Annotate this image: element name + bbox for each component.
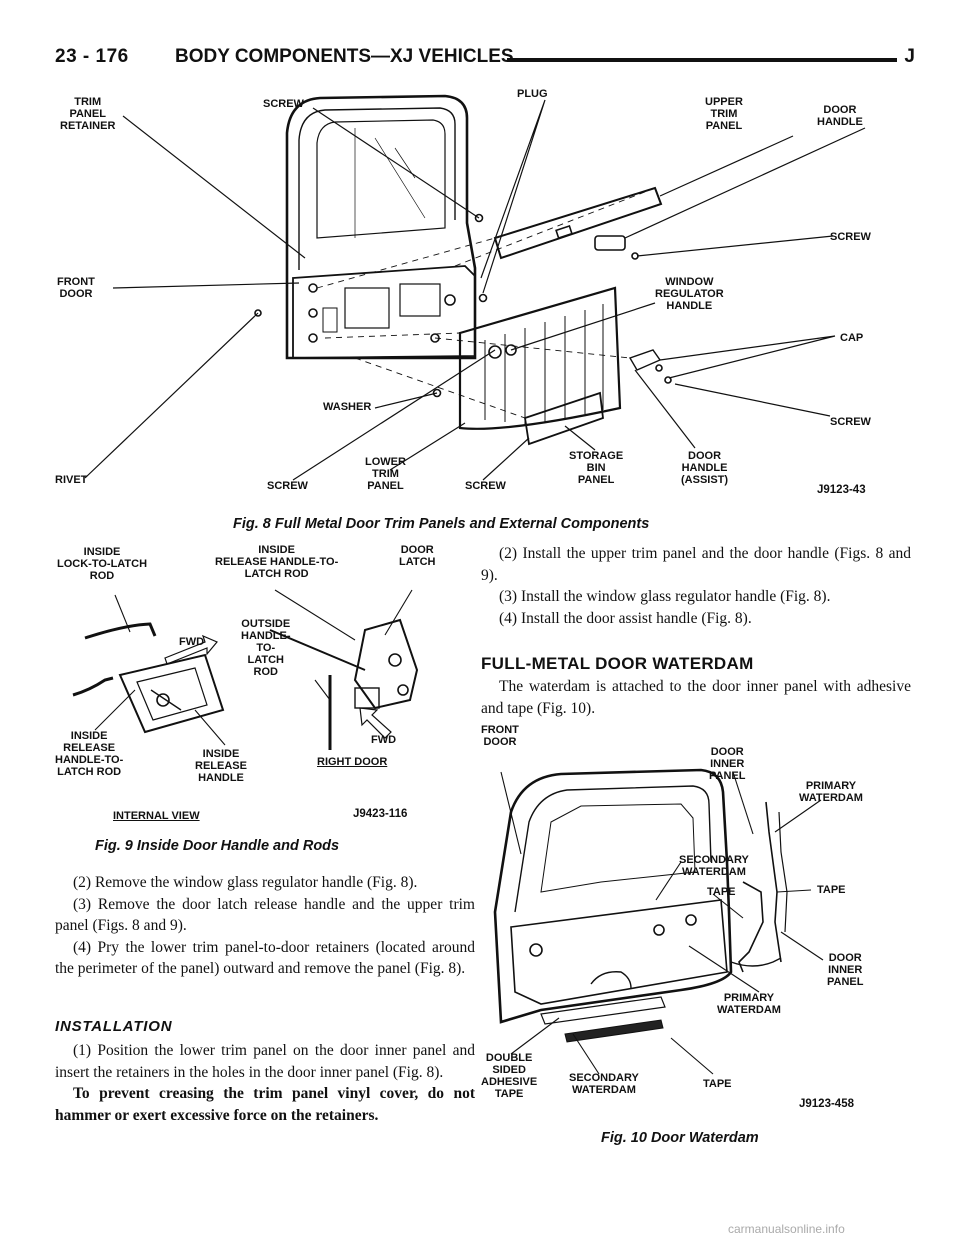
- fig9-label-inside-release-rod-bottom: INSIDE RELEASE HANDLE-TO- LATCH ROD: [55, 730, 124, 778]
- removal-step-4: (4) Pry the lower trim panel-to-door ret…: [55, 938, 475, 978]
- fig8-code: J9123-43: [817, 484, 866, 496]
- installation-step-3: (3) Install the window glass regulator h…: [499, 588, 831, 605]
- fig8-label-lower-trim-panel: LOWER TRIM PANEL: [365, 456, 406, 492]
- header-rule: [507, 58, 897, 62]
- fig8-label-screw-top: SCREW: [263, 98, 304, 110]
- fig8-label-washer: WASHER: [323, 401, 372, 413]
- installation-caution: To prevent creasing the trim panel vinyl…: [55, 1085, 475, 1124]
- figure-8-illustration: [84, 94, 866, 481]
- fig9-label-outside-handle: OUTSIDE HANDLE- TO- LATCH ROD: [241, 618, 291, 678]
- removal-step-2: (2) Remove the window glass regulator ha…: [73, 874, 418, 891]
- watermark: carmanualsonline.info: [728, 1222, 845, 1236]
- fig10-label-door-inner-panel-top: DOOR INNER PANEL: [709, 746, 746, 782]
- figure-10-illustration: [493, 768, 824, 1075]
- fig10-code: J9123-458: [799, 1098, 854, 1110]
- left-column-text-1: (2) Remove the window glass regulator ha…: [55, 872, 475, 980]
- fig8-label-storage-bin-panel: STORAGE BIN PANEL: [569, 450, 624, 486]
- removal-step-3: (3) Remove the door latch release handle…: [55, 895, 475, 935]
- fig9-code: J9423-116: [353, 808, 408, 820]
- installation-heading: INSTALLATION: [55, 1018, 173, 1035]
- fig9-caption: Fig. 9 Inside Door Handle and Rods: [95, 838, 340, 854]
- fig10-label-secondary-waterdam-top: SECONDARY WATERDAM: [679, 854, 749, 878]
- fig10-label-double-sided-tape: DOUBLE SIDED ADHESIVE TAPE: [481, 1052, 538, 1100]
- fig8-label-rivet: RIVET: [55, 474, 88, 486]
- fig10-label-tape-bottom: TAPE: [703, 1078, 732, 1090]
- fig9-label-door-latch: DOOR LATCH: [399, 544, 436, 568]
- page-header: 23 - 176 BODY COMPONENTS—XJ VEHICLES J: [55, 44, 915, 74]
- section-title: BODY COMPONENTS—XJ VEHICLES: [175, 46, 514, 67]
- fig8-label-screw-right-1: SCREW: [830, 231, 871, 243]
- page-number: 23 - 176: [55, 46, 129, 67]
- fig10-caption: Fig. 10 Door Waterdam: [601, 1130, 759, 1146]
- fig10-label-door-inner-panel-bottom: DOOR INNER PANEL: [827, 952, 864, 988]
- fig9-label-internal-view: INTERNAL VIEW: [113, 810, 200, 822]
- right-column-text-1: (2) Install the upper trim panel and the…: [481, 543, 911, 629]
- header-letter: J: [904, 46, 915, 67]
- fig10-label-secondary-waterdam-bottom: SECONDARY WATERDAM: [569, 1072, 639, 1096]
- fig8-label-screw-bottom-2: SCREW: [465, 480, 506, 492]
- waterdam-intro: The waterdam is attached to the door inn…: [481, 678, 911, 717]
- fig8-label-door-handle-assist: DOOR HANDLE (ASSIST): [681, 450, 729, 486]
- fig8-label-door-handle: DOOR HANDLE: [817, 104, 863, 128]
- fig9-label-fwd-1: FWD: [179, 636, 205, 648]
- fig8-label-trim-panel-retainer: TRIM PANEL RETAINER: [60, 96, 116, 132]
- installation-step-2: (2) Install the upper trim panel and the…: [481, 545, 911, 584]
- fig9-label-fwd-2: FWD: [371, 734, 397, 746]
- fig9-label-right-door: RIGHT DOOR: [317, 756, 388, 768]
- fig9-label-inside-lock: INSIDE LOCK-TO-LATCH ROD: [57, 546, 148, 582]
- fig8-label-cap: CAP: [840, 332, 864, 344]
- fig10-label-front-door: FRONT DOOR: [481, 724, 519, 748]
- fig8-label-plug: PLUG: [517, 88, 548, 100]
- figure-9: INSIDE LOCK-TO-LATCH ROD INSIDE RELEASE …: [55, 540, 475, 860]
- installation-step-1: (1) Position the lower trim panel on the…: [55, 1042, 475, 1081]
- installation-step-4: (4) Install the door assist handle (Fig.…: [499, 609, 752, 627]
- fig10-label-tape-mid: TAPE: [707, 886, 736, 898]
- fig8-label-window-regulator-handle: WINDOW REGULATOR HANDLE: [655, 276, 724, 312]
- figure-8: TRIM PANEL RETAINER SCREW PLUG UPPER TRI…: [55, 88, 915, 532]
- fig8-label-screw-bottom-1: SCREW: [267, 480, 308, 492]
- fig10-label-primary-waterdam-top: PRIMARY WATERDAM: [799, 780, 863, 804]
- fig9-label-inside-release-rod-top: INSIDE RELEASE HANDLE-TO- LATCH ROD: [215, 544, 339, 580]
- fig9-label-inside-release-handle: INSIDE RELEASE HANDLE: [195, 748, 247, 784]
- left-column-text-2: (1) Position the lower trim panel on the…: [55, 1040, 475, 1126]
- fig10-label-primary-waterdam-bottom: PRIMARY WATERDAM: [717, 992, 781, 1016]
- fig10-label-tape-right: TAPE: [817, 884, 846, 896]
- fig8-label-upper-trim-panel: UPPER TRIM PANEL: [705, 96, 743, 132]
- fig8-label-screw-right-2: SCREW: [830, 416, 871, 428]
- figure-9-illustration: [72, 589, 419, 750]
- figure-10: FRONT DOOR DOOR INNER PANEL PRIMARY WATE…: [481, 722, 911, 1162]
- right-column-text-2: The waterdam is attached to the door inn…: [481, 676, 911, 719]
- fig8-caption: Fig. 8 Full Metal Door Trim Panels and E…: [233, 516, 650, 532]
- fig8-label-front-door: FRONT DOOR: [57, 276, 95, 300]
- waterdam-heading: FULL-METAL DOOR WATERDAM: [481, 654, 754, 673]
